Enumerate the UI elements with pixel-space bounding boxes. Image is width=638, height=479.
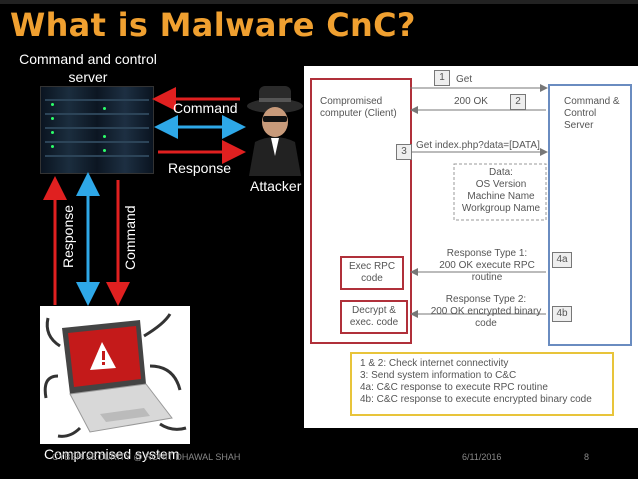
step-4a-badge: 4a bbox=[552, 252, 572, 268]
step-4a-line1: Response Type 1: bbox=[446, 248, 528, 259]
server-box bbox=[548, 84, 632, 346]
exec-rpc-box: Exec RPC code bbox=[340, 256, 404, 290]
legend-box: 1 & 2: Check internet connectivity 3: Se… bbox=[350, 352, 614, 416]
data-box-os: OS Version bbox=[475, 179, 527, 190]
step-2-badge: 2 bbox=[510, 94, 526, 110]
legend-item-1: 1 & 2: Check internet connectivity bbox=[360, 358, 509, 369]
decrypt-text: Decrypt & exec. code bbox=[349, 305, 399, 328]
legend-item-2: 3: Send system information to C&C bbox=[360, 370, 517, 381]
command-vertical-label: Command bbox=[122, 205, 138, 270]
diagram-arrows bbox=[410, 84, 548, 318]
server-rack-image bbox=[40, 86, 154, 174]
response-label: Response bbox=[168, 160, 232, 176]
attacker-icon bbox=[247, 86, 303, 176]
decrypt-box: Decrypt & exec. code bbox=[340, 300, 408, 334]
footer-date: 6/11/2016 bbox=[462, 452, 502, 462]
legend-list: 1 & 2: Check internet connectivity 3: Se… bbox=[360, 358, 592, 406]
compromised-system-image bbox=[40, 306, 190, 444]
step-1-text: Get bbox=[456, 74, 473, 85]
server-label: Command and control server bbox=[19, 51, 157, 85]
legend-item-3: 4a: C&C response to execute RPC routine bbox=[360, 382, 548, 393]
step-4a-line2: 200 OK execute RPC routine bbox=[439, 260, 535, 283]
compromised-system-label: Compromised system bbox=[44, 446, 180, 462]
header-bar bbox=[0, 0, 638, 4]
cnc-flow-diagram: Compromised computer (Client) Command & … bbox=[304, 66, 638, 428]
step-4b-line1: Response Type 2: bbox=[445, 294, 527, 305]
infected-laptop-icon bbox=[43, 313, 187, 438]
command-label: Command bbox=[173, 100, 238, 116]
data-box-machine: Machine Name bbox=[467, 191, 535, 202]
step-4b-text: Response Type 2: 200 OK encrypted binary… bbox=[426, 294, 546, 330]
step-3-badge: 3 bbox=[396, 144, 412, 160]
footer-author: CYBER SECURITY @ ROHIT DHAWAL SHAH bbox=[52, 452, 241, 462]
footer-page: 8 bbox=[584, 452, 590, 462]
data-box: Data: OS Version Machine Name Workgroup … bbox=[458, 167, 544, 215]
response-vertical-label: Response bbox=[60, 204, 76, 268]
step-2-text: 200 OK bbox=[454, 96, 488, 107]
diagram-server-label: Command & Control Server bbox=[564, 96, 620, 131]
step-3-text: Get index.php?data=[DATA] bbox=[416, 140, 540, 151]
attacker-label: Attacker bbox=[250, 178, 302, 194]
legend-item-4: 4b: C&C response to execute encrypted bi… bbox=[360, 394, 592, 405]
page-title: What is Malware CnC? bbox=[10, 6, 416, 44]
step-4b-line2: 200 OK encrypted binary code bbox=[430, 306, 542, 329]
client-label: Compromised computer (Client) bbox=[320, 96, 397, 119]
data-box-workgroup: Workgroup Name bbox=[461, 203, 541, 214]
data-box-title: Data: bbox=[489, 167, 513, 178]
client-box bbox=[310, 78, 412, 344]
step-4b-badge: 4b bbox=[552, 306, 572, 322]
exec-rpc-text: Exec RPC code bbox=[348, 261, 396, 284]
step-4a-text: Response Type 1: 200 OK execute RPC rout… bbox=[430, 248, 544, 284]
step-1-badge: 1 bbox=[434, 70, 450, 86]
